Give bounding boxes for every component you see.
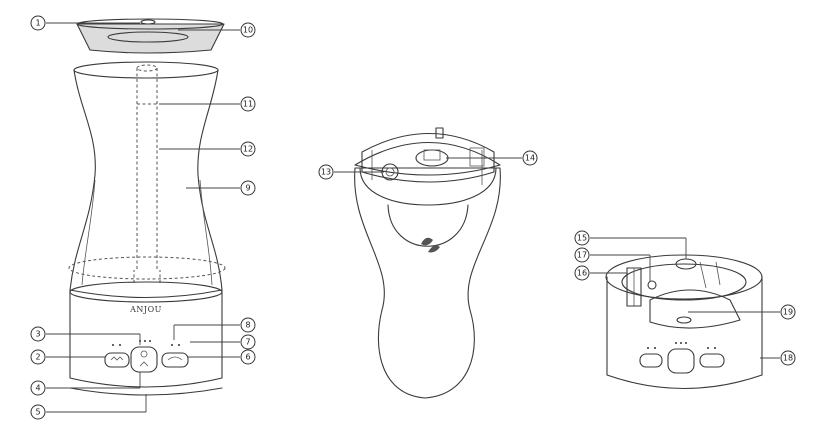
callout-14: 14: [522, 150, 538, 166]
top-cover: [76, 18, 225, 54]
svg-text:1: 1: [35, 19, 40, 28]
svg-text:16: 16: [577, 269, 587, 278]
callout-labels: 1 2 3 4 5 6 7 8 9 10 11 12 13 14 15 16 1…: [30, 15, 796, 420]
svg-text:2: 2: [35, 353, 40, 362]
callout-5: 5: [30, 404, 46, 420]
callout-13: 13: [318, 164, 334, 180]
callout-17: 17: [574, 247, 590, 263]
callout-4: 4: [30, 380, 46, 396]
svg-text:13: 13: [321, 168, 331, 177]
timer-button[interactable]: [161, 352, 189, 368]
water-basin: [649, 289, 741, 329]
svg-text:17: 17: [577, 251, 587, 260]
brand-logo-text: ANJOU: [129, 305, 162, 314]
callout-2: 2: [30, 349, 46, 365]
ultrasonic-transducer: [676, 316, 692, 324]
callout-12: 12: [240, 141, 256, 157]
base-internal-view: [590, 237, 780, 389]
callout-16: 16: [574, 265, 590, 281]
svg-text:9: 9: [245, 184, 250, 193]
power-mist-button[interactable]: [130, 346, 158, 373]
svg-text:11: 11: [243, 100, 253, 109]
humidifier-full-view: ANJOU: [46, 18, 240, 413]
svg-text:8: 8: [245, 321, 250, 330]
timer-button-2[interactable]: [699, 353, 725, 368]
svg-text:14: 14: [525, 154, 535, 163]
callout-19: 19: [780, 304, 796, 320]
callout-7: 7: [240, 334, 256, 350]
svg-text:18: 18: [783, 354, 793, 363]
air-outlet: [415, 149, 449, 167]
light-button[interactable]: [104, 352, 130, 368]
leader-lines-left: [46, 22, 240, 413]
callout-3: 3: [30, 326, 46, 342]
svg-text:10: 10: [243, 26, 253, 35]
svg-text:4: 4: [35, 384, 40, 393]
leaf-logo-icon: [421, 237, 440, 253]
callout-15: 15: [574, 230, 590, 246]
callout-9: 9: [240, 180, 256, 196]
base-body-view: [334, 127, 522, 399]
callout-6: 6: [240, 349, 256, 365]
base: [69, 281, 223, 396]
svg-text:6: 6: [245, 353, 250, 362]
svg-text:5: 5: [35, 408, 40, 417]
water-tank: [69, 61, 223, 291]
callout-8: 8: [240, 317, 256, 333]
mist-tube: [68, 64, 226, 283]
callout-18: 18: [780, 350, 796, 366]
light-button-2[interactable]: [639, 353, 663, 368]
power-mist-button-2[interactable]: [667, 348, 695, 374]
callout-11: 11: [240, 96, 256, 112]
svg-text:3: 3: [35, 330, 40, 339]
svg-text:7: 7: [245, 338, 250, 347]
svg-text:12: 12: [243, 145, 253, 154]
callout-10: 10: [240, 22, 256, 38]
svg-text:15: 15: [577, 234, 587, 243]
svg-text:19: 19: [783, 308, 793, 317]
control-panel: [104, 340, 189, 373]
callout-1: 1: [30, 15, 46, 31]
